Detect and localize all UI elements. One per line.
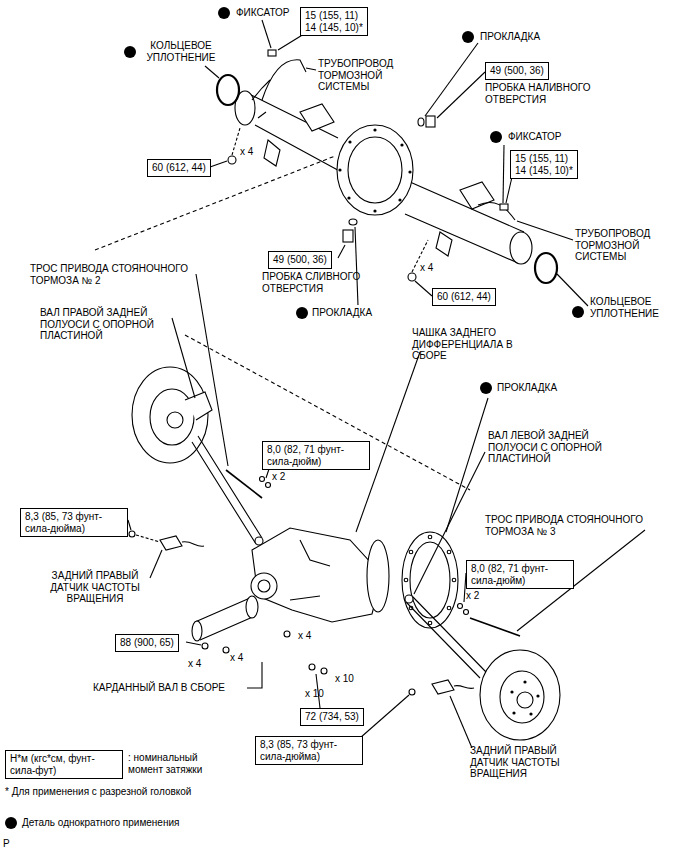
torque-box: 8,3 (85, 73 фунт-сила-дюйма) xyxy=(255,736,363,765)
torque-value: 14 (145, 10)* xyxy=(305,22,363,34)
torque-note: : номинальный момент затяжки xyxy=(128,752,228,775)
part-label: КАРДАННЫЙ ВАЛ В СБОРЕ xyxy=(93,682,225,694)
torque-value: 60 (612, 44) xyxy=(437,291,491,303)
torque-value: 14 (145, 10)* xyxy=(515,165,573,177)
quantity-mark: x 4 xyxy=(188,658,201,670)
torque-value: 8,0 (82, 71 фунт-сила-дюйм) xyxy=(471,563,569,586)
part-label: ПРОКЛАДКА xyxy=(312,307,372,319)
part-label: ЗАДНИЙ ПРАВЫЙ ДАТЧИК ЧАСТОТЫ ВРАЩЕНИЯ xyxy=(470,745,585,780)
part-label: ПРОБКА СЛИВНОГО ОТВЕРСТИЯ xyxy=(262,271,380,294)
part-label: ПРОКЛАДКА xyxy=(480,31,540,43)
part-label: ТРУБОПРОВОД ТОРМОЗНОЙ СИСТЕМЫ xyxy=(318,58,403,93)
torque-box: 49 (500, 36) xyxy=(485,62,549,80)
quantity-mark: x 10 xyxy=(305,688,324,700)
quantity-mark: x 2 xyxy=(466,590,479,602)
torque-value: Н*м (кгс*см, фунт-сила-фут) xyxy=(10,753,118,776)
torque-value: 49 (500, 36) xyxy=(490,65,544,77)
torque-box: 8,3 (85, 73 фунт-сила-дюйма) xyxy=(20,508,128,537)
part-label: КОЛЬЦЕВОЕ УПЛОТНЕНИЕ xyxy=(590,296,680,319)
torque-box: 49 (500, 36) xyxy=(268,251,332,269)
part-label: ВАЛ ПРАВОЙ ЗАДНЕЙ ПОЛУОСИ С ОПОРНОЙ ПЛАС… xyxy=(40,307,170,342)
torque-box: 60 (612, 44) xyxy=(432,288,496,306)
part-label: ФИКСАТОР xyxy=(508,131,562,143)
torque-value: 15 (155, 11) xyxy=(515,153,573,165)
part-label: ФИКСАТОР xyxy=(236,7,290,19)
torque-box: 60 (612, 44) xyxy=(147,159,211,177)
torque-value: 8,0 (82, 71 фунт-сила-дюйм) xyxy=(267,444,365,467)
torque-box: 8,0 (82, 71 фунт-сила-дюйм) xyxy=(262,441,370,470)
part-label: ТРОС ПРИВОДА СТОЯНОЧНОГО ТОРМОЗА № 2 xyxy=(30,263,225,286)
torque-box: Н*м (кгс*см, фунт-сила-фут): номинальный… xyxy=(5,750,123,779)
torque-box: 8,0 (82, 71 фунт-сила-дюйм) xyxy=(466,560,574,589)
torque-box: 72 (734, 53) xyxy=(300,708,364,726)
part-label: P xyxy=(3,838,10,850)
part-label: * Для применения с разрезной головкой xyxy=(5,786,191,798)
quantity-mark: x 10 xyxy=(335,673,354,685)
quantity-mark: x 4 xyxy=(240,146,253,158)
part-label: ТРОС ПРИВОДА СТОЯНОЧНОГО ТОРМОЗА № 3 xyxy=(485,514,680,537)
part-label: ЧАШКА ЗАДНЕГО ДИФФЕРЕНЦИАЛА В СБОРЕ xyxy=(412,327,547,362)
part-label: ВАЛ ЛЕВОЙ ЗАДНЕЙ ПОЛУОСИ С ОПОРНОЙ ПЛАСТ… xyxy=(488,430,618,465)
torque-value: 8,3 (85, 73 фунт-сила-дюйма) xyxy=(25,511,123,534)
torque-value: 88 (900, 65) xyxy=(120,637,174,649)
torque-value: 60 (612, 44) xyxy=(152,162,206,174)
torque-box: 15 (155, 11)14 (145, 10)* xyxy=(510,150,578,179)
torque-value: 8,3 (85, 73 фунт-сила-дюйма) xyxy=(260,739,358,762)
part-label: ТРУБОПРОВОД ТОРМОЗНОЙ СИСТЕМЫ xyxy=(575,228,680,263)
quantity-mark: x 4 xyxy=(420,262,433,274)
torque-box: 15 (155, 11)14 (145, 10)* xyxy=(300,7,368,36)
part-label: КОЛЬЦЕВОЕ УПЛОТНЕНИЕ xyxy=(140,40,222,63)
torque-value: 72 (734, 53) xyxy=(305,711,359,723)
torque-value: 49 (500, 36) xyxy=(273,254,327,266)
part-label: ЗАДНИЙ ПРАВЫЙ ДАТЧИК ЧАСТОТЫ ВРАЩЕНИЯ xyxy=(40,570,150,605)
torque-value: 15 (155, 11) xyxy=(305,10,363,22)
quantity-mark: x 4 xyxy=(230,652,243,664)
quantity-mark: x 4 xyxy=(298,630,311,642)
quantity-mark: x 2 xyxy=(272,471,285,483)
legend-text: Деталь однократного применения xyxy=(22,817,179,829)
part-label: ПРОБКА НАЛИВНОГО ОТВЕРСТИЯ xyxy=(485,82,603,105)
part-label: ПРОКЛАДКА xyxy=(497,382,557,394)
torque-box: 88 (900, 65) xyxy=(115,634,179,652)
